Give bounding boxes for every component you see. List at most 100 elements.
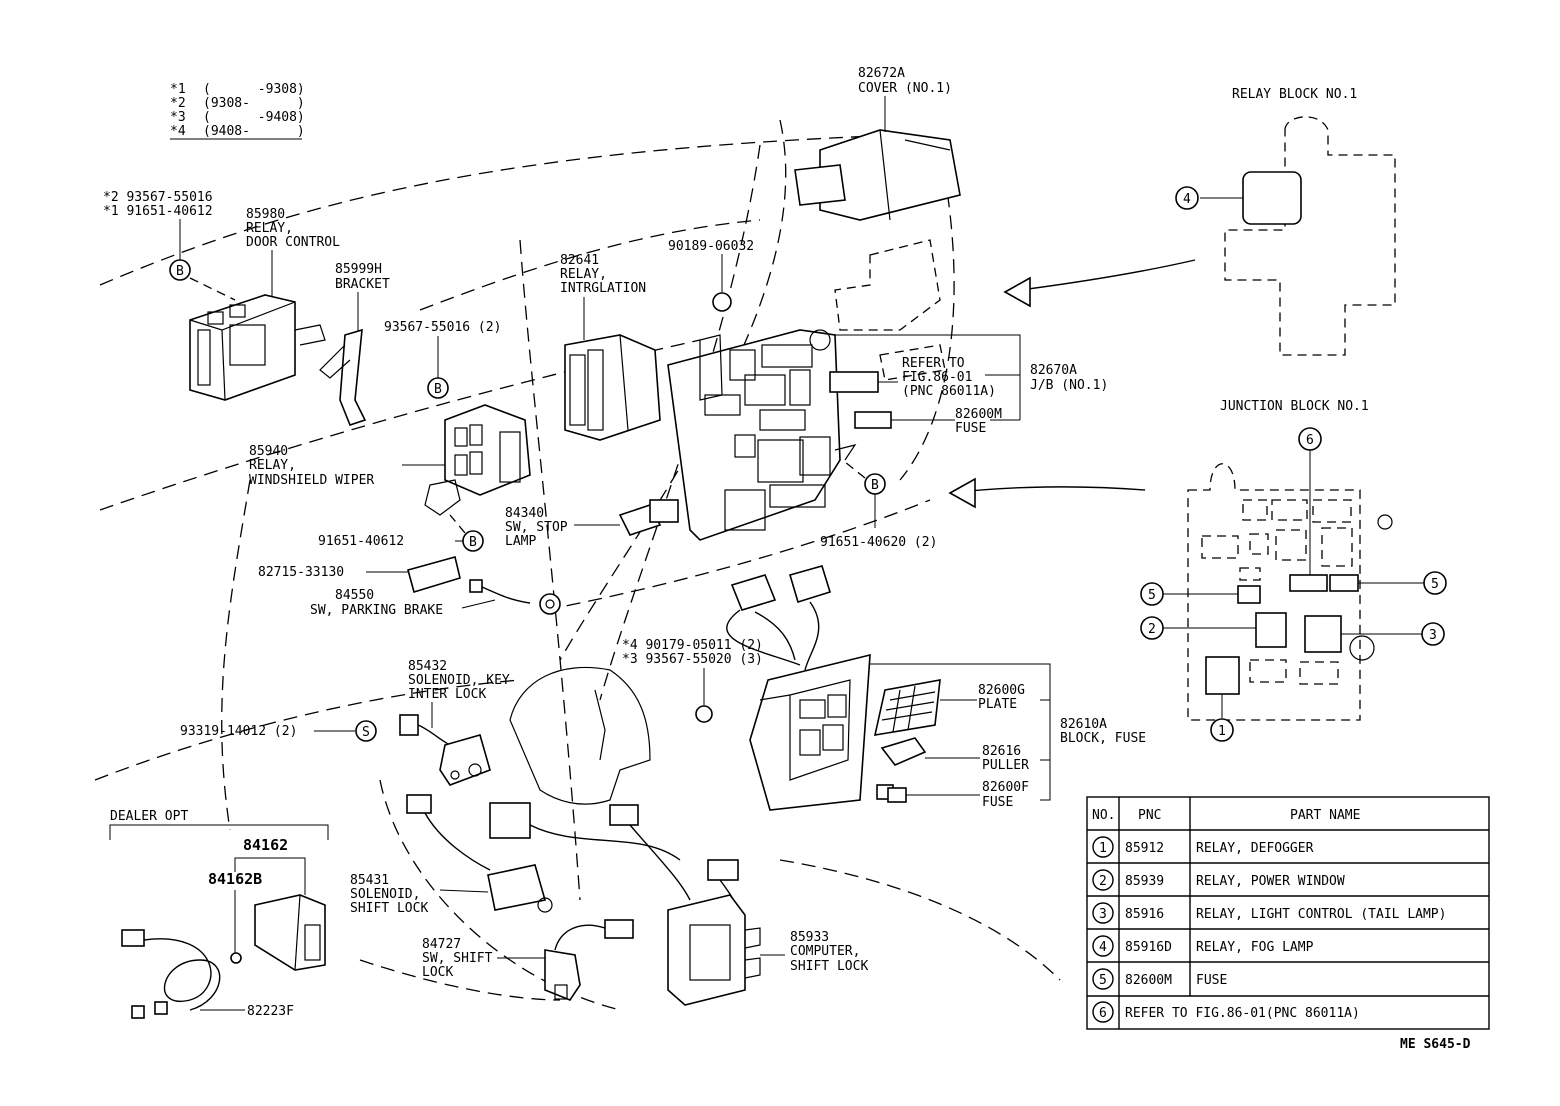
arrow-relay-block bbox=[1004, 259, 1196, 293]
dealer-switch-84162 bbox=[254, 894, 326, 971]
table-row: 2 85939 RELAY, POWER WINDOW bbox=[1092, 869, 1345, 891]
fuse-plate bbox=[873, 679, 941, 736]
parts-table: NO. PNC PART NAME 1 85912 RELAY, DEFOGGE… bbox=[1086, 796, 1490, 1030]
jb-refer-relay bbox=[829, 371, 879, 393]
fuse-top-pnc: 82600M bbox=[955, 407, 1002, 422]
table-row: 4 85916D RELAY, FOG LAMP bbox=[1092, 935, 1314, 957]
marker-2: 2 bbox=[1140, 616, 1164, 640]
svg-text:5: 5 bbox=[1431, 577, 1439, 592]
comp-name2: SHIFT LOCK bbox=[790, 959, 868, 974]
parking-brake-switch bbox=[469, 579, 561, 615]
screw-93319: 93319-14012 (2) bbox=[180, 724, 297, 739]
refer-to-3: (PNC 86011A) bbox=[902, 384, 996, 399]
legend-range-1: ( -9308) bbox=[203, 82, 305, 97]
cover-part bbox=[794, 129, 961, 221]
legend-range-3: ( -9408) bbox=[203, 110, 305, 125]
shift-sw-name2: LOCK bbox=[422, 965, 453, 980]
door-relay-name1: RELAY, bbox=[246, 221, 293, 236]
junction-block-outline bbox=[1187, 463, 1361, 721]
relay-block-outline bbox=[1224, 116, 1396, 356]
bolt-91651-40612-star1: *1 91651-40612 bbox=[103, 204, 213, 219]
door-relay-pnc: 85980 bbox=[246, 207, 285, 222]
fuse-82600f bbox=[876, 784, 907, 803]
svg-text:85912: 85912 bbox=[1125, 841, 1164, 856]
svg-text:2: 2 bbox=[1099, 874, 1107, 889]
shift-sol-pnc: 85431 bbox=[350, 873, 389, 888]
nut-star4: *4 90179-05011 (2) bbox=[622, 638, 763, 653]
dealer-opt-bracket bbox=[109, 824, 329, 840]
svg-text:S: S bbox=[362, 725, 370, 740]
marker-1: 1 bbox=[1210, 718, 1234, 742]
marker-b-bracket: B bbox=[427, 377, 449, 399]
junction-block-title: JUNCTION BLOCK NO.1 bbox=[1220, 399, 1369, 414]
sw-84162b: 84162B bbox=[208, 870, 262, 888]
bracket-name: BRACKET bbox=[335, 277, 390, 292]
svg-text:B: B bbox=[871, 478, 879, 493]
comp-name1: COMPUTER, bbox=[790, 944, 860, 959]
svg-text:6: 6 bbox=[1306, 433, 1314, 448]
svg-text:B: B bbox=[176, 264, 184, 279]
fuse-puller bbox=[880, 737, 927, 766]
bracket-82715: 82715-33130 bbox=[258, 565, 344, 580]
svg-text:85939: 85939 bbox=[1125, 874, 1164, 889]
svg-text:FUSE: FUSE bbox=[1196, 973, 1227, 988]
dash-guide-5 bbox=[544, 499, 931, 611]
marker-6: 6 bbox=[1298, 427, 1322, 451]
puller-name: PULLER bbox=[982, 758, 1029, 773]
svg-text:RELAY, DEFOGGER: RELAY, DEFOGGER bbox=[1196, 841, 1314, 856]
shift-sw-name1: SW, SHIFT bbox=[422, 951, 493, 966]
arrow-junction-block bbox=[949, 486, 1146, 494]
bracket-part bbox=[339, 328, 367, 426]
marker-4-relay-block: 4 bbox=[1175, 186, 1199, 210]
sw-84162: 84162 bbox=[243, 836, 288, 854]
shift-sw-pnc: 84727 bbox=[422, 937, 461, 952]
clip-part bbox=[712, 292, 732, 312]
refer-to-2: FIG.86-01 bbox=[902, 370, 972, 385]
wire-82223f bbox=[121, 929, 221, 1019]
jb-fuse-5a bbox=[1237, 585, 1261, 604]
dash-guide-2 bbox=[419, 219, 761, 311]
dash-guide-10 bbox=[221, 479, 251, 831]
jb-relay-3 bbox=[1304, 615, 1342, 653]
legend-range-2: (9308- ) bbox=[203, 96, 305, 111]
legend-codes: *1 ( -9308) *2 (9308- ) *3 ( -9408) *4 (… bbox=[170, 82, 305, 140]
plate-name: PLATE bbox=[978, 697, 1017, 712]
fuse-f-name: FUSE bbox=[982, 795, 1013, 810]
figure-id: ME S645-D bbox=[1400, 1037, 1471, 1052]
shift-lock-solenoid bbox=[487, 864, 553, 913]
marker-b-jb: B bbox=[864, 473, 886, 495]
svg-text:5: 5 bbox=[1099, 973, 1107, 988]
key-sol-pnc: 85432 bbox=[408, 659, 447, 674]
wiper-relay-name2: WINDSHIELD WIPER bbox=[249, 473, 374, 488]
svg-text:3: 3 bbox=[1099, 907, 1107, 922]
plate-pnc: 82600G bbox=[978, 683, 1025, 698]
fuse-f-pnc: 82600F bbox=[982, 780, 1029, 795]
svg-text:1: 1 bbox=[1218, 724, 1226, 739]
intg-relay-name2: INTRGLATION bbox=[560, 281, 646, 296]
bracket-pnc: 85999H bbox=[335, 262, 382, 277]
shift-sol-name2: SHIFT LOCK bbox=[350, 901, 428, 916]
key-sol-name2: INTER LOCK bbox=[408, 687, 486, 702]
stop-sw-name1: SW, STOP bbox=[505, 520, 568, 535]
svg-text:4: 4 bbox=[1099, 940, 1107, 955]
table-header-partname: PART NAME bbox=[1290, 808, 1360, 823]
dash-guide-3 bbox=[99, 339, 701, 511]
cover-name: COVER (NO.1) bbox=[858, 81, 952, 96]
table-row: 3 85916 RELAY, LIGHT CONTROL (TAIL LAMP) bbox=[1092, 902, 1446, 924]
bolt-91651-40612: 91651-40612 bbox=[318, 534, 404, 549]
marker-s: S bbox=[355, 720, 377, 742]
fuse-block-pnc: 82610A bbox=[1060, 717, 1107, 732]
nut-part bbox=[695, 705, 713, 723]
svg-text:1: 1 bbox=[1099, 841, 1107, 856]
dash-guide-top bbox=[99, 134, 901, 286]
ghost-relay bbox=[834, 239, 941, 331]
svg-text:4: 4 bbox=[1183, 192, 1191, 207]
integration-relay bbox=[564, 334, 661, 441]
jb-fuse-part bbox=[854, 411, 892, 429]
fuse-block bbox=[749, 653, 871, 811]
svg-text:82600M: 82600M bbox=[1125, 973, 1172, 988]
stop-sw-name2: LAMP bbox=[505, 534, 536, 549]
svg-text:B: B bbox=[434, 382, 442, 397]
dealer-opt-label: DEALER OPT bbox=[110, 809, 188, 824]
